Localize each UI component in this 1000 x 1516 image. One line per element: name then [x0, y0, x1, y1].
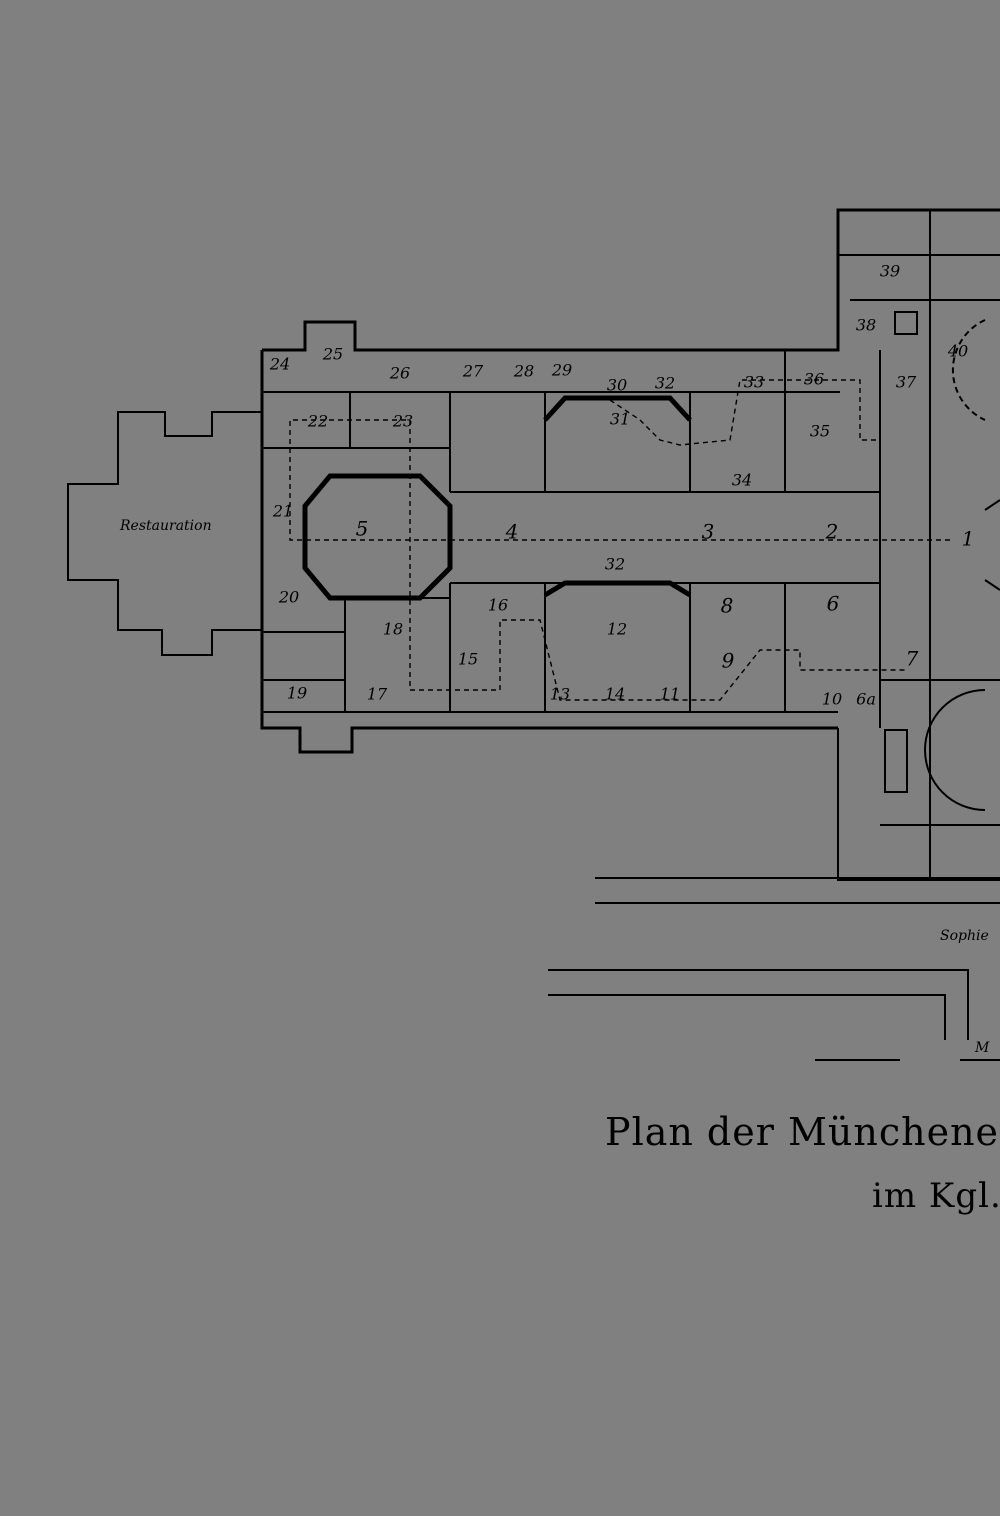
room-number-6: 6	[827, 592, 840, 616]
room-number-4: 4	[505, 520, 519, 544]
room-number-17: 17	[367, 685, 388, 704]
room-number-1: 1	[962, 527, 975, 551]
room-number-3: 3	[702, 520, 715, 544]
room-number-11: 11	[660, 685, 680, 704]
room-number-27: 27	[462, 362, 484, 381]
room-number-18: 18	[383, 620, 403, 639]
room-number-33: 33	[744, 373, 764, 392]
room-number-39: 39	[880, 262, 900, 281]
room-number-19: 19	[287, 684, 307, 703]
visitor-route	[289, 379, 950, 701]
room-number-21: 21	[272, 502, 293, 521]
room-number-23: 23	[392, 412, 413, 431]
room-number-38: 38	[856, 316, 876, 335]
room-number-6a: 6a	[856, 690, 876, 709]
room-number-5: 5	[356, 517, 369, 541]
room-number-12: 12	[607, 620, 627, 639]
room-number-32: 32	[655, 374, 675, 393]
room-number-28: 28	[513, 362, 534, 381]
plan-subtitle: im Kgl.	[872, 1176, 1000, 1216]
room-number-15: 15	[458, 650, 478, 669]
room-number-13: 13	[550, 685, 570, 704]
room-number-29: 29	[551, 361, 572, 380]
room-number-2: 2	[825, 520, 839, 544]
octagon-hall	[302, 473, 453, 601]
room-number-9: 9	[722, 649, 735, 673]
room-number-40: 40	[947, 342, 968, 361]
room-number-16: 16	[488, 596, 508, 615]
room-number-32: 32	[605, 555, 625, 574]
room-number-24: 24	[269, 355, 290, 374]
restauration-label: Restauration	[119, 518, 212, 534]
room-number-14: 14	[605, 685, 625, 704]
plan-title: Plan der Münchener	[605, 1110, 1000, 1154]
room-number-30: 30	[607, 376, 627, 395]
room-number-20: 20	[278, 588, 299, 607]
street-label-sophie: Sophie	[940, 928, 989, 944]
room-number-31: 31	[610, 410, 630, 429]
room-number-37: 37	[896, 373, 917, 392]
room-number-7: 7	[906, 647, 919, 671]
room-number-36: 36	[804, 370, 824, 389]
restauration-outline	[67, 411, 262, 656]
room-number-25: 25	[322, 345, 343, 364]
room-number-8: 8	[721, 594, 734, 618]
room-number-35: 35	[810, 422, 830, 441]
street-label-m: M	[974, 1040, 990, 1056]
room-number-34: 34	[732, 471, 752, 490]
room-number-26: 26	[389, 364, 410, 383]
room-number-10: 10	[822, 690, 842, 709]
room-number-22: 22	[307, 412, 328, 431]
